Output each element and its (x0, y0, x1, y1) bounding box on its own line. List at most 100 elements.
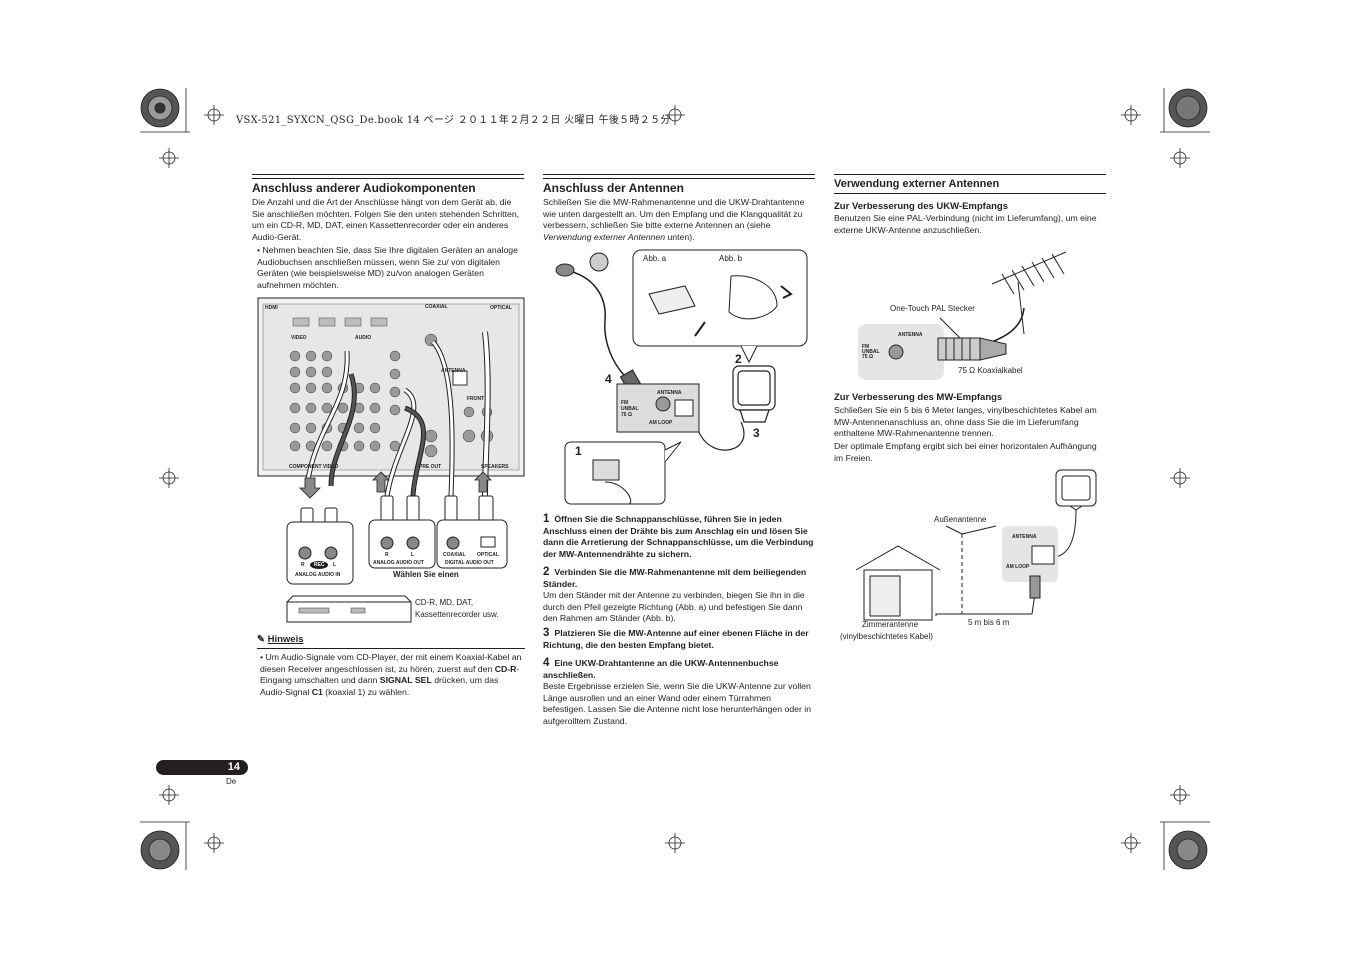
note-text: • Um Audio-Signale vom CD-Player, der mi… (260, 652, 525, 698)
label-optical-out: OPTICAL (477, 552, 499, 558)
label-75-ohm: 75 Ω (621, 412, 632, 418)
label-out-l: L (411, 552, 415, 558)
col3-p1: Benutzen Sie eine PAL-Verbindung (nicht … (834, 213, 1097, 235)
page-number-badge: 14 (156, 760, 248, 775)
step-heading: Eine UKW-Drahtantenne an die UKW-Antenne… (543, 658, 779, 680)
rosette-bottom-right-icon (1168, 830, 1208, 870)
note-bold-signal-sel: SIGNAL SEL (379, 675, 432, 685)
col2-title: Anschluss der Antennen (543, 181, 684, 195)
am-external-diagram: Außenantenne ANTENNA AM LOOP Zimmeranten… (836, 466, 1106, 646)
label-choose-one: Wählen Sie einen (393, 570, 459, 579)
crosshair-icon (159, 785, 179, 805)
label-optical: OPTICAL (490, 305, 512, 311)
label-component-video: COMPONENT VIDEO (289, 464, 339, 470)
label-audio: AUDIO (355, 335, 372, 341)
note-rule (257, 648, 525, 649)
col2-intro-part: unten). (665, 231, 695, 242)
label-coaxial-out: COAXIAL (443, 552, 466, 558)
label-unbal: UNBAL (621, 406, 639, 412)
label-coaxial: COAXIAL (425, 304, 448, 310)
label-abb-a: Abb. a (643, 254, 667, 263)
crosshair-icon (204, 833, 224, 853)
rosette-bottom-left-icon (140, 830, 180, 870)
label-coax-cable: 75 Ω Koaxialkabel (958, 366, 1023, 375)
note-text-part: -Eingang umschalten und dann (260, 663, 520, 686)
col2-intro: Schließen Sie die MW-Rahmenantenne und d… (543, 197, 815, 243)
label-rec: REC (314, 562, 325, 568)
label-in-r: R (301, 562, 305, 568)
crosshair-icon (204, 105, 224, 125)
step-number: 2 (543, 566, 550, 578)
col3-sub2: Zur Verbesserung des MW-Empfangs (834, 392, 1003, 403)
label-analog-audio-out: ANALOG AUDIO OUT (373, 560, 424, 566)
receiver-connection-diagram: HDMI COAXIAL OPTICAL VIDEO AUDIO ANTENNA… (255, 296, 527, 632)
crosshair-icon (159, 468, 179, 488)
crosshair-icon (1121, 105, 1141, 125)
col3-p2: Schließen Sie ein 5 bis 6 Meter langes, … (834, 405, 1097, 438)
pencil-icon: ✎ (257, 634, 265, 645)
label-analog-audio-in: ANALOG AUDIO IN (295, 572, 341, 578)
label-speakers: SPEAKERS (481, 464, 509, 470)
label-antenna: ANTENNA (898, 332, 923, 338)
col1-intro: Die Anzahl und die Art der Anschlüsse hä… (252, 197, 520, 242)
note-title-row: ✎ Hinweis (257, 634, 304, 645)
label-antenna: ANTENNA (441, 368, 466, 374)
crosshair-icon (1170, 148, 1190, 168)
step-heading: Verbinden Sie die MW-Rahmenantenne mit d… (543, 567, 807, 589)
label-fm: FM (621, 400, 629, 406)
step-heading: Öffnen Sie die Schnappanschlüsse, führen… (543, 514, 814, 559)
col1-title: Anschluss anderer Audiokomponenten (252, 181, 476, 195)
label-in-l: L (333, 562, 337, 568)
label-indoor-antenna-1: Zimmerantenne (862, 620, 919, 629)
label-hdmi: HDMI (265, 305, 278, 311)
col2-intro-link: Verwendung externer Antennen (543, 231, 666, 242)
note-bold-cdr: CD-R (494, 663, 517, 674)
label-am-loop: AM LOOP (1006, 564, 1030, 570)
note-title: Hinweis (267, 634, 304, 645)
callout-1: 1 (575, 444, 582, 458)
step-number: 1 (543, 513, 550, 525)
rosette-top-left-icon (140, 88, 180, 128)
col2-intro-part: Schließen Sie die MW-Rahmenantenne und d… (543, 197, 805, 230)
label-fm: FM (862, 344, 870, 350)
label-digital-audio-out: DIGITAL AUDIO OUT (445, 560, 494, 566)
step-text: Beste Ergebnisse erzielen Sie, wenn Sie … (543, 681, 812, 726)
label-unbal: UNBAL (862, 349, 880, 355)
callout-2: 2 (735, 352, 742, 366)
label-am-loop: AM LOOP (649, 420, 673, 426)
label-outdoor-antenna: Außenantenne (934, 515, 987, 524)
label-indoor-antenna-2: (vinylbeschichtetes Kabel) (840, 632, 933, 641)
label-abb-b: Abb. b (719, 254, 743, 263)
col3-title-rule (834, 193, 1106, 194)
step-number: 4 (543, 657, 550, 669)
fm-external-diagram: One-Touch PAL Stecker ANTENNA FM UNBAL 7… (856, 238, 1086, 386)
label-75-ohm: 75 Ω (862, 354, 873, 360)
page-number: 14 (227, 761, 240, 773)
step-heading: Platzieren Sie die MW-Antenne auf einer … (543, 628, 809, 650)
col3-top-rule (834, 174, 1106, 175)
note-text-part: Um Audio-Signale vom CD-Player, der mit … (260, 652, 522, 674)
callout-3: 3 (753, 426, 760, 440)
label-cable-length: 5 m bis 6 m (968, 618, 1010, 627)
step-number: 3 (543, 627, 550, 639)
col3-sub1: Zur Verbesserung des UKW-Empfangs (834, 201, 1009, 212)
step-text: Um den Ständer mit der Antenne zu verbin… (543, 590, 805, 623)
col1-top-rule (252, 174, 524, 179)
crosshair-icon (665, 833, 685, 853)
bullet-icon: • (260, 652, 264, 662)
col3-p3: Der optimale Empfang ergibt sich bei ein… (834, 441, 1097, 463)
antenna-diagram: Abb. a Abb. b ANTENNA FM UNBAL 75 Ω AM L… (545, 246, 813, 508)
label-pre-out: PRE OUT (419, 464, 442, 470)
crosshair-icon (1170, 468, 1190, 488)
crosshair-icon (665, 105, 685, 125)
label-out-r: R (385, 552, 389, 558)
book-header-line: VSX-521_SYXCN_QSG_De.book 14 ページ ２０１１年２月… (236, 115, 671, 126)
label-antenna: ANTENNA (1012, 534, 1037, 540)
device-caption-line-1: CD-R, MD, DAT, (415, 598, 474, 607)
crosshair-icon (1170, 785, 1190, 805)
